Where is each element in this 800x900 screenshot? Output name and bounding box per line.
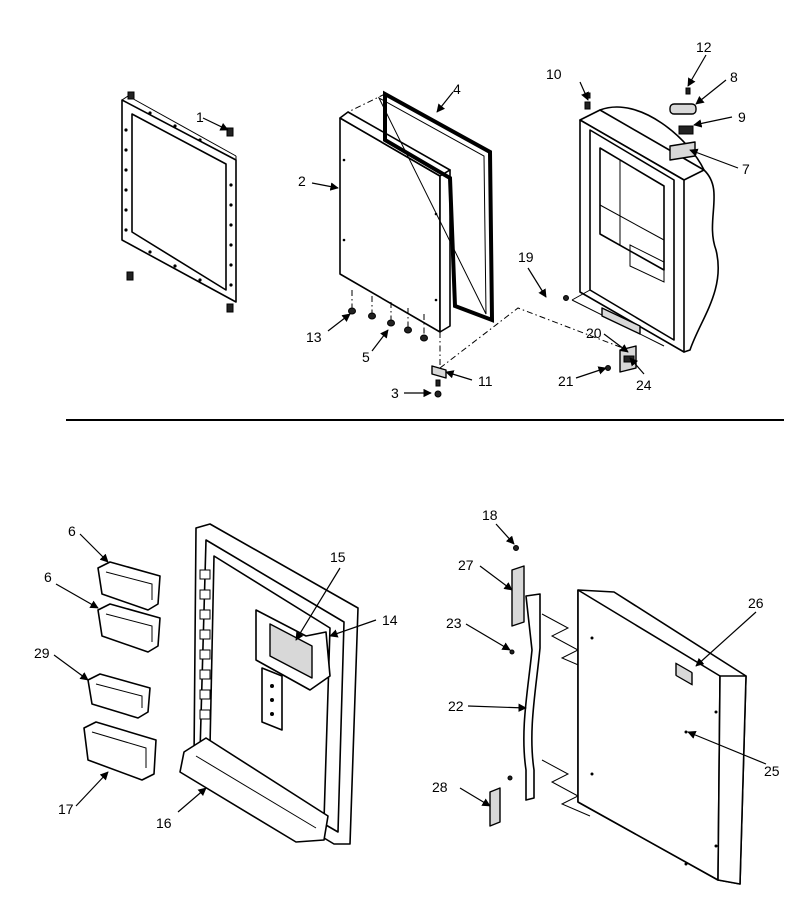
callout-5: 5 — [362, 349, 370, 365]
callout-8: 8 — [730, 69, 738, 85]
callout-22: 22 — [448, 698, 464, 714]
callout-14: 14 — [382, 612, 398, 628]
callout-12: 12 — [696, 39, 712, 55]
callout-23: 23 — [446, 615, 462, 631]
bottom-hinge-icon — [431, 365, 447, 398]
handle-leader-lines — [541, 613, 591, 817]
callout-2: 2 — [298, 173, 306, 189]
door-gasket — [377, 90, 495, 323]
handle-end-cap-icon — [489, 545, 525, 827]
liner-screw-icon — [126, 91, 234, 313]
callout-10: 10 — [546, 66, 562, 82]
callout-1: 1 — [196, 109, 204, 125]
top-hinge-icon — [669, 103, 697, 161]
callout-28: 28 — [432, 779, 448, 795]
callout-6b: 6 — [44, 569, 52, 585]
callout-17: 17 — [58, 801, 74, 817]
door-bin-icon — [83, 561, 161, 781]
callout-4: 4 — [453, 81, 461, 97]
callout-3: 3 — [391, 385, 399, 401]
callout-11: 11 — [478, 373, 493, 389]
freezer-liner-frame — [121, 95, 237, 303]
callout-26: 26 — [748, 595, 764, 611]
callout-7: 7 — [742, 161, 750, 177]
callout-21: 21 — [558, 373, 574, 389]
callout-labels: 1 2 3 4 5 6 6 7 8 9 10 11 12 13 14 15 16… — [34, 39, 780, 831]
callout-25: 25 — [764, 763, 780, 779]
bottom-shelf-bar — [179, 737, 329, 843]
callout-leaders — [53, 54, 767, 813]
callout-16: 16 — [156, 815, 172, 831]
callout-6a: 6 — [68, 523, 76, 539]
callout-9: 9 — [738, 109, 746, 125]
door-screw-icon — [348, 290, 428, 342]
assembly-lines — [347, 93, 629, 369]
callout-20: 20 — [586, 325, 602, 341]
callout-27: 27 — [458, 557, 474, 573]
dispenser-housing — [255, 609, 331, 731]
callout-19: 19 — [518, 249, 534, 265]
callout-29: 29 — [34, 645, 50, 661]
freezer-cabinet — [571, 106, 719, 353]
callout-24: 24 — [636, 377, 652, 393]
callout-15: 15 — [330, 549, 346, 565]
fresh-food-door-panel — [577, 589, 747, 885]
callout-18: 18 — [482, 507, 498, 523]
door-handle-icon — [507, 593, 541, 801]
callout-13: 13 — [306, 329, 322, 345]
